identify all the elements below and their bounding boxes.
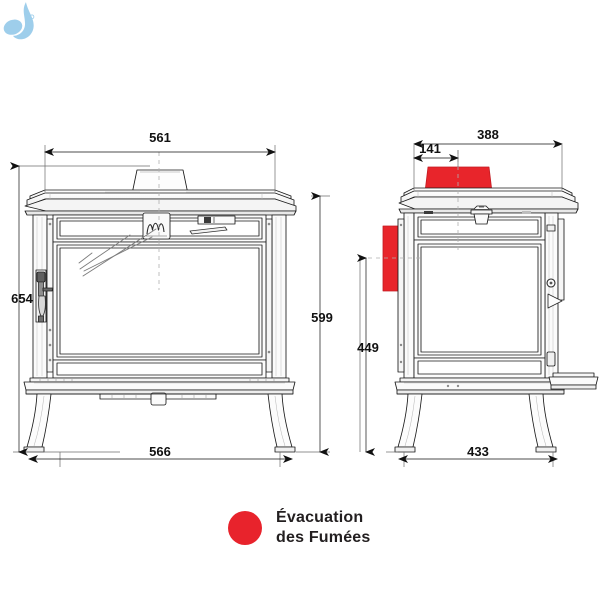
front-dimension-lines	[10, 145, 330, 467]
dim-front-height-overall: 654	[11, 291, 33, 306]
dim-front-width-top: 561	[149, 130, 171, 145]
front-top-plate	[24, 189, 297, 216]
front-view-stove	[23, 152, 297, 453]
flue-outlet-marker-icon	[228, 510, 262, 545]
side-legs	[394, 393, 557, 453]
legend: Évacuation des Fumées	[228, 508, 370, 547]
front-air-control	[189, 215, 236, 235]
legend-line-2: des Fumées	[276, 528, 371, 546]
dim-side-height-rear-flue: 449	[357, 340, 379, 355]
glass-reflection-lines	[78, 228, 157, 277]
side-top-plate	[398, 187, 579, 214]
side-upper-band	[413, 205, 546, 241]
legend-label: Évacuation des Fumées	[276, 508, 370, 547]
dim-side-flue-offset: 141	[419, 141, 441, 156]
side-top-latch	[470, 205, 493, 225]
side-hinge-knob	[546, 278, 563, 309]
side-rear-shelf	[548, 372, 599, 390]
front-base-plinth	[23, 377, 296, 406]
front-lower-panel	[52, 359, 267, 379]
front-upper-band	[52, 212, 267, 243]
dimension-labels: 561 654 599 566 388 141 449 433	[11, 127, 499, 459]
side-view-stove	[360, 150, 599, 453]
side-base-plinth	[394, 377, 567, 395]
front-right-column	[265, 214, 287, 379]
front-door-handle	[35, 269, 54, 323]
side-front-column	[397, 212, 415, 379]
dim-front-height-body: 599	[311, 310, 333, 325]
front-legs	[23, 393, 296, 453]
dim-front-width-base: 566	[149, 444, 171, 459]
side-dimension-lines	[357, 140, 563, 467]
front-door-glass	[35, 228, 267, 361]
side-rear-column	[544, 212, 565, 379]
dim-side-depth-top: 388	[477, 127, 499, 142]
side-main-panel	[413, 239, 546, 359]
brand-watermark-logo	[3, 2, 35, 40]
legend-line-1: Évacuation	[276, 509, 364, 526]
dim-side-depth-base: 433	[467, 444, 489, 459]
side-lower-panel	[413, 357, 546, 379]
